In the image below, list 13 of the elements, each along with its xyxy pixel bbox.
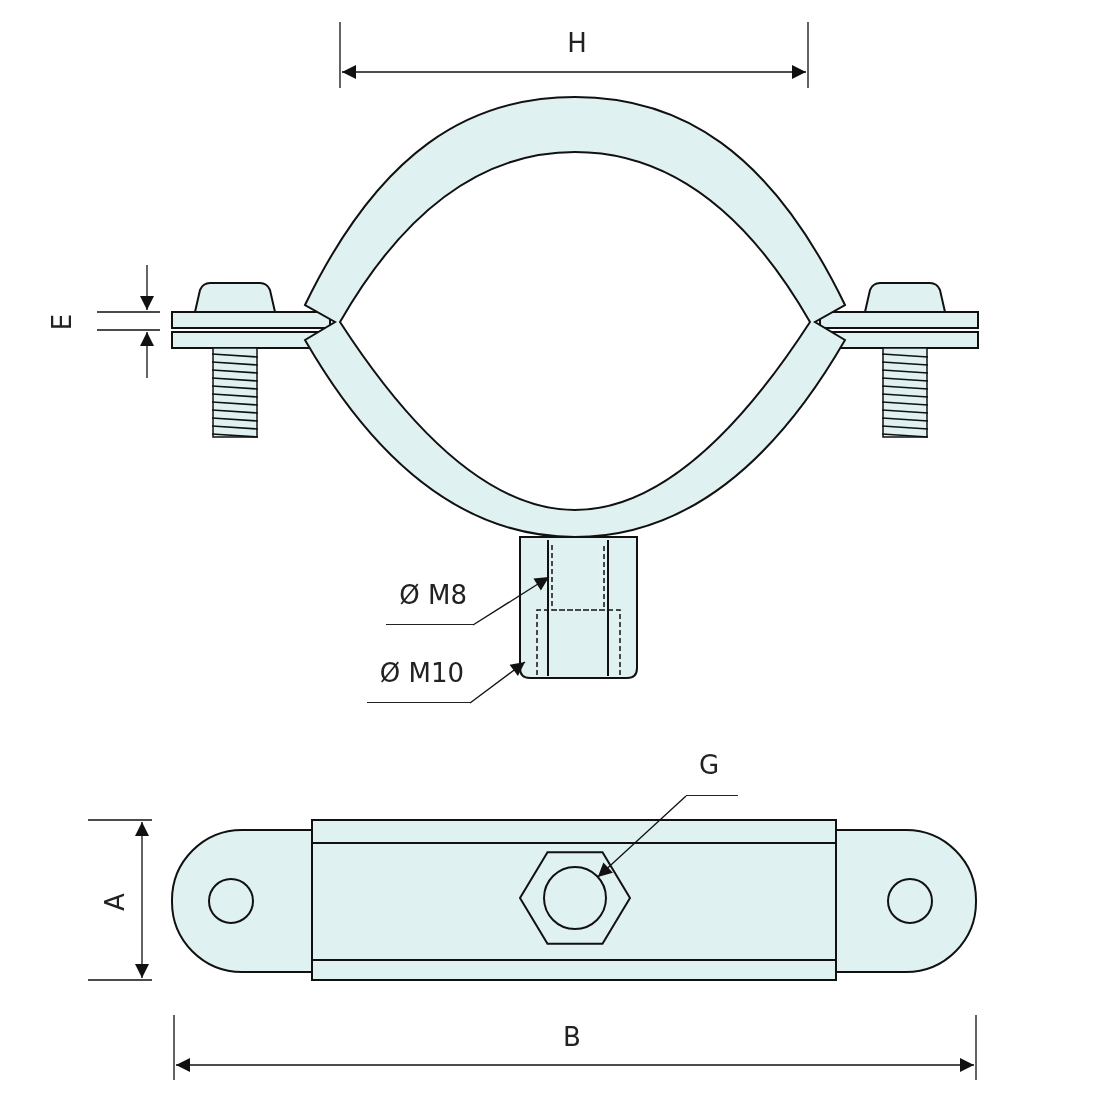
callout-text: Ø M10 [379, 658, 464, 688]
leader-callout [367, 658, 470, 703]
dimension-label: B [563, 1022, 581, 1052]
dimension-label: E [47, 313, 77, 331]
leader-line [469, 661, 526, 704]
bore-hole [543, 866, 607, 930]
leader-line [472, 576, 550, 626]
callout-text: G [698, 750, 720, 780]
callout-text: Ø M8 [399, 580, 467, 610]
dimension-label: A [100, 893, 130, 911]
leader-line [597, 795, 687, 878]
dimension-label: H [567, 28, 587, 58]
leader-callout [386, 580, 473, 625]
